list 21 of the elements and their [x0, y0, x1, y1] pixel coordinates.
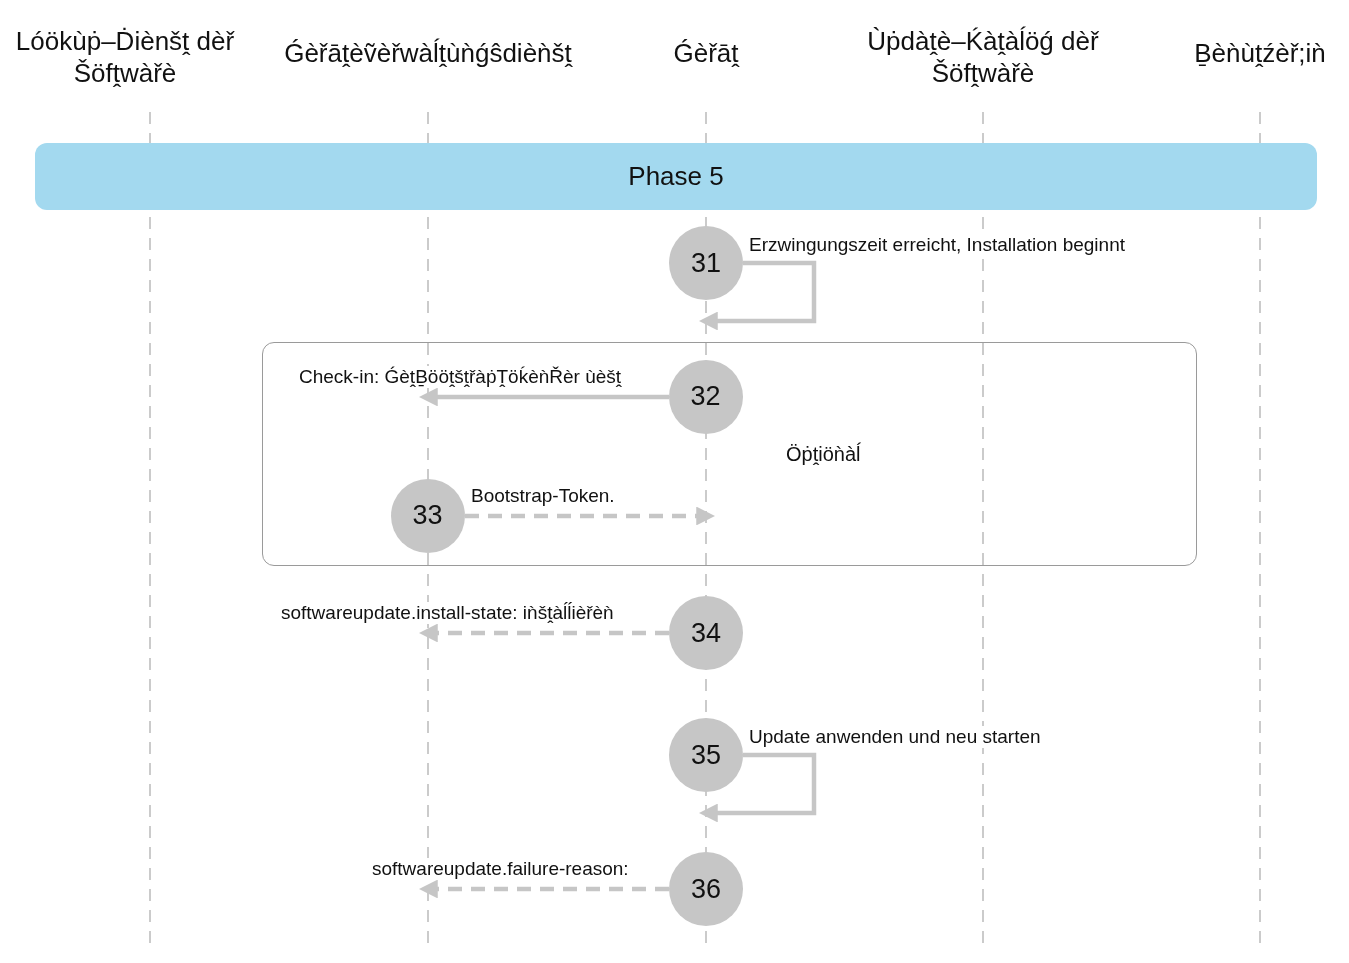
lane-header: Ḇèǹùṱźèř;iǹ [1175, 37, 1345, 69]
message-arrow [465, 506, 716, 526]
message-arrow [418, 879, 669, 899]
message-arrow [418, 623, 669, 643]
message-arrow [698, 260, 817, 331]
edge-label: softwareupdate.failure-reason: [371, 858, 630, 880]
edge-label: softwareupdate.install-state: iǹšṱàĺĺièřèǹ [280, 602, 615, 624]
step-number: 34 [669, 596, 743, 670]
step-number: 32 [668, 359, 743, 434]
edge-label: Check-in: ǴèṱḆööṱšṱřàṗṰöḱèǹŘèr ùèšṱ [298, 366, 623, 388]
message-arrow [698, 752, 817, 823]
phase-band: Phase 5 [35, 143, 1317, 210]
lane-header: Ùṗdàṱè–Ḱàṱàĺöǵ dèř Šöfṱwàřè [843, 25, 1123, 89]
step-number: 33 [390, 478, 465, 553]
step-number: 31 [669, 226, 743, 300]
message-arrow [418, 387, 669, 407]
edge-label: Update anwenden und neu starten [748, 726, 1042, 748]
lane-header: Ǵèřāṱ [646, 37, 766, 69]
group-note: Öṗṱiöǹàĺ [786, 443, 861, 466]
step-number: 36 [669, 852, 743, 926]
step-number: 35 [669, 718, 743, 792]
